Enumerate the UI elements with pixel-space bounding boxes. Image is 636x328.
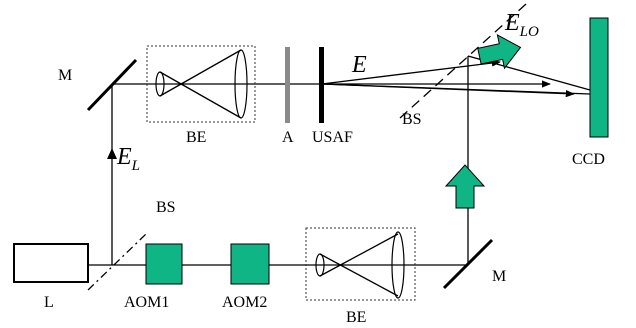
aom2-label: AOM2 [222, 294, 267, 311]
lo-arrow-icon [477, 34, 522, 70]
beamsplitter-left-label: BS [156, 199, 176, 216]
mirror-bottom [442, 238, 494, 290]
be-top-ray-2 [159, 49, 242, 97]
beam-diffracted-1 [321, 59, 501, 85]
be-bottom-ray-1 [319, 253, 399, 297]
field-reference-label: EL [116, 144, 140, 174]
lens-large-bottom [391, 231, 405, 299]
laser-label: L [44, 294, 54, 311]
beamsplitter-right-label: BS [402, 111, 422, 128]
usaf-target [319, 47, 324, 123]
beam-expander-bottom-label: BE [346, 309, 366, 326]
aperture-plate [285, 47, 290, 123]
ccd-detector [589, 17, 609, 138]
aperture-label: A [282, 129, 294, 146]
field-object-label: E [351, 52, 367, 78]
laser-box [13, 243, 89, 283]
be-top-ray-1 [159, 71, 242, 119]
beamsplitter-left [87, 233, 147, 291]
be-bottom-ray-2 [319, 233, 399, 277]
mirror-top [86, 58, 138, 112]
field-lo-label: ELO [504, 10, 539, 40]
ccd-label: CCD [572, 151, 605, 168]
beam-expander-bottom-box [305, 227, 416, 301]
reference-up-arrow-icon [444, 164, 486, 209]
arrow-up-icon [107, 148, 117, 159]
usaf-label: USAF [312, 129, 353, 146]
aom2-box [230, 243, 270, 285]
mirror-top-label: M [58, 67, 72, 84]
beam-expander-top-label: BE [186, 129, 206, 146]
beam-diffracted-3 [321, 83, 575, 98]
mirror-bottom-label: M [492, 268, 506, 285]
beamsplitter-right [399, 3, 527, 119]
beam-expander-top-box [146, 45, 256, 123]
aom1-box [145, 243, 183, 285]
aom1-label: AOM1 [124, 294, 169, 311]
